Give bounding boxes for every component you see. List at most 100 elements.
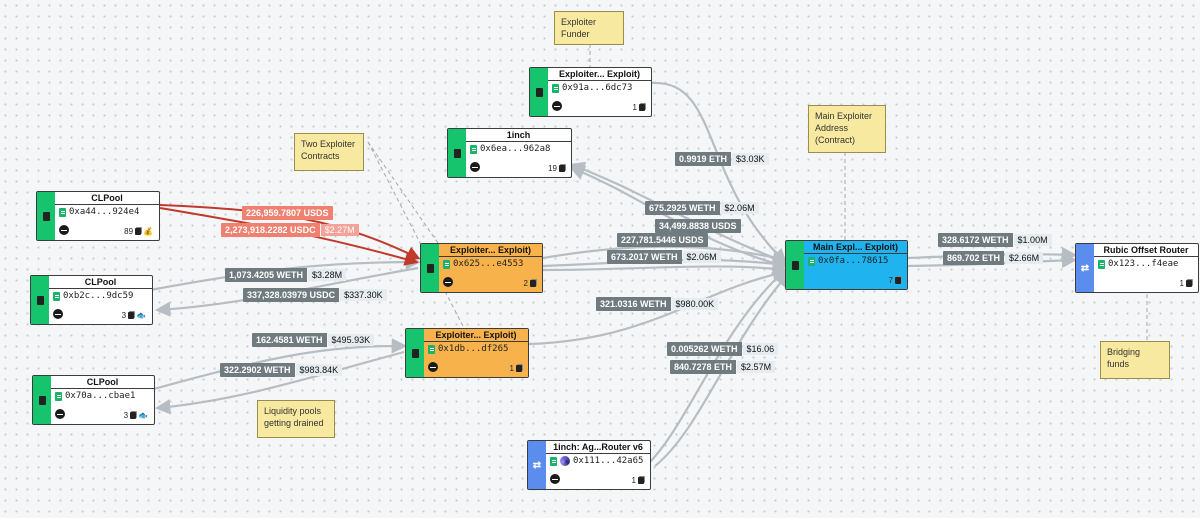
collapse-icon[interactable] <box>443 277 453 287</box>
node-title: Exploiter... Exploit) <box>439 244 542 257</box>
stack-icon <box>895 277 901 284</box>
edge-label[interactable]: 337,328.03979 USDC $337.30K <box>243 288 388 302</box>
collapse-icon[interactable] <box>550 474 560 484</box>
swap-icon: ⇄ <box>532 459 542 471</box>
token-avatar-icon <box>560 456 570 466</box>
stack-icon <box>559 165 565 172</box>
contract-doc-icon <box>550 456 557 466</box>
edge-label[interactable]: 328.6172 WETH $1.00M <box>938 233 1053 247</box>
stack-icon <box>130 412 137 419</box>
node-clpool-a[interactable]: CLPool 0xa44...924e4 89💰 <box>36 191 160 241</box>
contract-doc-icon <box>1098 259 1105 269</box>
node-type-bar <box>33 376 51 424</box>
edge-expa-main-3 <box>542 260 789 277</box>
collapse-icon[interactable] <box>59 225 69 235</box>
edge-label[interactable]: 2,273,918.2282 USDC $2.27M <box>221 223 360 237</box>
node-address[interactable]: 0x70a...cbae1 <box>55 391 135 401</box>
tx-count: 7 <box>889 276 901 285</box>
fish-icon: 🐟 <box>138 411 148 420</box>
node-address[interactable]: 0x123...f4eae <box>1098 259 1178 269</box>
edge-label[interactable]: 0.005262 WETH $16.06 <box>667 342 779 356</box>
contract-icon <box>411 348 419 358</box>
node-address[interactable]: 0xb2c...9dc59 <box>53 291 133 301</box>
node-type-bar <box>421 244 439 292</box>
contract-doc-icon <box>470 144 477 154</box>
node-title: CLPool <box>49 276 152 289</box>
tx-count: 89💰 <box>124 227 153 236</box>
tx-count: 2 <box>524 279 536 288</box>
contract-doc-icon <box>552 83 559 93</box>
node-exploiter-funder-contract[interactable]: Exploiter... Exploit) 0x91a...6dc73 1 <box>529 67 652 117</box>
node-1inch[interactable]: 1inch 0x6ea...962a8 19 <box>447 128 572 178</box>
collapse-icon[interactable] <box>470 162 480 172</box>
tx-count: 1 <box>633 103 645 112</box>
note-exploiter-funder: Exploiter Funder <box>554 11 624 45</box>
edge-label[interactable]: 226,959.7807 USDS <box>242 206 333 220</box>
node-exploiter-a[interactable]: Exploiter... Exploit) 0x625...e4553 2 <box>420 243 543 293</box>
edge-clpoolc-expb <box>149 338 408 392</box>
node-rubic-router[interactable]: ⇄ Rubic Offset Router 0x123...f4eae 1 <box>1075 243 1199 293</box>
note-two-contracts: Two Exploiter Contracts <box>294 133 364 171</box>
note-link-two-2 <box>367 141 466 331</box>
tx-count: 3🐟 <box>121 311 146 320</box>
collapse-icon[interactable] <box>55 409 65 419</box>
contract-icon <box>42 211 50 221</box>
note-link-two-1 <box>367 141 441 247</box>
edge-label[interactable]: 840.7278 ETH $2.57M <box>670 360 776 374</box>
contract-doc-icon <box>55 391 62 401</box>
money-bag-icon: 💰 <box>143 227 153 236</box>
node-address[interactable]: 0x91a...6dc73 <box>552 83 632 93</box>
edge-funder-main <box>651 81 788 265</box>
node-type-bar <box>786 241 804 289</box>
contract-icon <box>791 260 799 270</box>
tx-count: 1 <box>1180 279 1192 288</box>
contract-icon <box>38 395 46 405</box>
node-clpool-c[interactable]: CLPool 0x70a...cbae1 3🐟 <box>32 375 155 425</box>
stack-icon <box>128 312 135 319</box>
edge-expb-clpoolc <box>154 350 405 415</box>
node-title: Main Expl... Exploit) <box>804 241 907 254</box>
tx-count: 19 <box>548 164 565 173</box>
edge-label[interactable]: 34,499.8838 USDS <box>655 219 741 233</box>
tx-count: 3🐟 <box>123 411 148 420</box>
node-exploiter-b[interactable]: Exploiter... Exploit) 0x1db...df265 1 <box>405 328 529 378</box>
contract-icon <box>36 295 44 305</box>
node-address[interactable]: 0x0fa...78615 <box>808 256 888 266</box>
node-address[interactable]: 0x6ea...962a8 <box>470 144 550 154</box>
edge-label[interactable]: 162.4581 WETH $495.93K <box>252 333 375 347</box>
node-1inch-router[interactable]: ⇄ 1inch: Ag...Router v6 0x111...42a65 1 <box>527 440 651 490</box>
stack-icon <box>639 104 645 111</box>
contract-doc-icon <box>59 207 66 217</box>
edge-expb-main <box>528 267 789 346</box>
node-address[interactable]: 0x625...e4553 <box>443 259 523 269</box>
contract-icon <box>453 148 461 158</box>
note-liquidity: Liquidity pools getting drained <box>257 400 335 438</box>
edge-label[interactable]: 673.2017 WETH $2.06M <box>607 250 722 264</box>
node-address[interactable]: 0x111...42a65 <box>550 456 643 466</box>
node-title: Exploiter... Exploit) <box>548 68 651 81</box>
edge-label[interactable]: 227,781.5446 USDS <box>617 233 708 247</box>
node-type-bar: ⇄ <box>528 441 546 489</box>
edge-label[interactable]: 321.0316 WETH $980.00K <box>596 297 719 311</box>
contract-doc-icon <box>53 291 60 301</box>
node-address[interactable]: 0xa44...924e4 <box>59 207 139 217</box>
stack-icon <box>135 228 142 235</box>
edge-router-main-2 <box>654 271 791 467</box>
node-address[interactable]: 0x1db...df265 <box>428 344 508 354</box>
collapse-icon[interactable] <box>53 309 63 319</box>
node-title: Exploiter... Exploit) <box>424 329 528 342</box>
edge-label[interactable]: 1,073.4205 WETH $3.28M <box>225 268 347 282</box>
node-type-bar: ⇄ <box>1076 244 1094 292</box>
note-main-address: Main Exploiter Address (Contract) <box>808 105 886 153</box>
edge-label[interactable]: 869.702 ETH $2.66M <box>943 251 1044 265</box>
collapse-icon[interactable] <box>552 101 562 111</box>
contract-doc-icon <box>443 259 450 269</box>
stack-icon <box>1186 280 1192 287</box>
collapse-icon[interactable] <box>428 362 438 372</box>
edge-label[interactable]: 0.9919 ETH $3.03K <box>675 152 770 166</box>
node-type-bar <box>406 329 424 377</box>
node-clpool-b[interactable]: CLPool 0xb2c...9dc59 3🐟 <box>30 275 153 325</box>
node-main-exploiter[interactable]: Main Expl... Exploit) 0x0fa...78615 7 <box>785 240 908 290</box>
edge-label[interactable]: 675.2925 WETH $2.06M <box>645 201 760 215</box>
edge-label[interactable]: 322.2902 WETH $983.84K <box>220 363 343 377</box>
